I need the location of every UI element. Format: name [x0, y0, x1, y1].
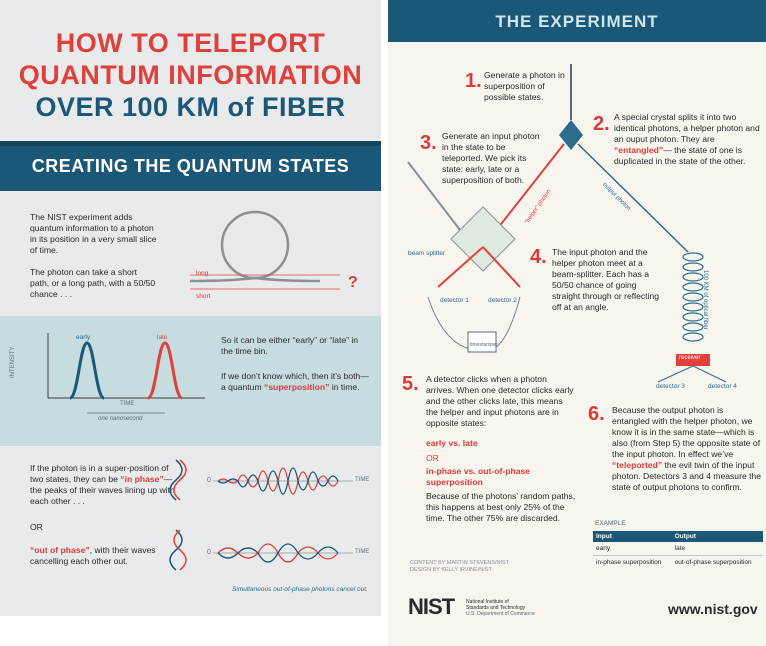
early-label: early [76, 334, 91, 341]
website-url[interactable]: www.nist.gov [668, 601, 758, 617]
section-band: CREATING THE QUANTUM STATES [0, 141, 381, 191]
step-4-number: 4. [530, 246, 547, 268]
credit-content: CONTENT BY MARTIN STEVENS/NIST [410, 560, 510, 566]
table-row: in-phase superposition out-of-phase supe… [596, 559, 752, 566]
left-panel: HOW TO TELEPORT QUANTUM INFORMATION OVER… [0, 0, 381, 616]
example-table: Input Output early late in-phase superpo… [593, 531, 763, 569]
receiver-label: receiver [679, 355, 701, 361]
title-line-2: QUANTUM INFORMATION [18, 60, 363, 90]
question-mark: ? [348, 274, 358, 291]
step-3-text: Generate an input photon in the state to… [442, 131, 540, 185]
out-of-phase-text: “out of phase”, with their waves cancell… [30, 545, 156, 566]
table-header: Output [674, 533, 696, 540]
path-text: The photon can take a short path, or a l… [30, 267, 156, 299]
title-line-3: OVER 100 KM of FIBER [35, 92, 346, 122]
detector-1-label: detector 1 [440, 297, 469, 304]
step-2-number: 2. [593, 113, 610, 135]
step-2-text: A special crystal splits it into two ide… [614, 112, 760, 166]
credit-design: DESIGN BY KELLY IRVINE/NIST [410, 567, 492, 573]
step-5-number: 5. [402, 373, 419, 395]
wave-diagrams [169, 459, 353, 571]
nanosecond-label: one nanosecond [98, 416, 143, 422]
beam-splitter-label: beam splitter [408, 250, 446, 257]
fiber-label: 100 KM of optical fiber [702, 270, 708, 330]
timestamper-label: timestamper [470, 342, 498, 348]
step-6-text: Because the output photon is entangled w… [612, 405, 762, 492]
step-5-phase: in-phase vs. out-of-phase superposition [426, 466, 531, 487]
experiment-diagram [407, 64, 727, 383]
experiment-title: THE EXPERIMENT [388, 0, 766, 42]
detector-3-label: detector 3 [656, 383, 685, 390]
step-6-number: 6. [588, 403, 605, 425]
step-1-number: 1. [465, 70, 482, 92]
long-label: long [196, 270, 209, 277]
path-diagram [190, 210, 340, 290]
table-row: early late [593, 542, 763, 556]
step-5-early-late: early vs. late [426, 438, 478, 448]
time-label: TIME [120, 401, 135, 407]
step-4-text: The input photon and the helper photon m… [552, 247, 660, 312]
detector-2-label: detector 2 [488, 297, 517, 304]
or-label-left: OR [30, 522, 43, 532]
short-label: short [196, 293, 211, 300]
example-label: EXAMPLE [595, 520, 626, 527]
table-header: Input [596, 533, 612, 540]
time-label-2: TIME [355, 477, 370, 483]
superposition-text: If we don’t know which, then it’s both—a… [221, 371, 369, 392]
step-3-number: 3. [420, 132, 437, 154]
in-phase-text: If the photon is in a super-position of … [30, 463, 175, 506]
intensity-label: INTENSITY [10, 346, 16, 378]
late-label: late [157, 334, 168, 341]
intro-text: The NIST experiment adds quantum informa… [30, 212, 157, 255]
cancel-caption: Simultaneous out-of-phase photons cancel… [232, 586, 368, 593]
zero-label-2: 0 [207, 549, 211, 556]
step-5-or: OR [426, 453, 439, 463]
step-1-text: Generate a photon in superposition of po… [484, 70, 565, 102]
step-5-note: Because of the photons’ random paths, th… [426, 491, 576, 523]
step-5-text: A detector clicks when a photon arrives.… [426, 374, 574, 428]
right-panel: THE EXPERIMENT 1. Generate a photon in s… [388, 0, 766, 646]
title-line-1: HOW TO TELEPORT [55, 28, 326, 58]
detector-4-label: detector 4 [708, 383, 737, 390]
zero-label-1: 0 [207, 477, 211, 484]
time-bin-section [0, 316, 381, 446]
time-label-3: TIME [355, 549, 370, 555]
either-text: So it can be either “early” or “late” in… [221, 335, 359, 356]
time-bin-chart [47, 333, 205, 414]
nist-logo: NIST [408, 594, 455, 619]
